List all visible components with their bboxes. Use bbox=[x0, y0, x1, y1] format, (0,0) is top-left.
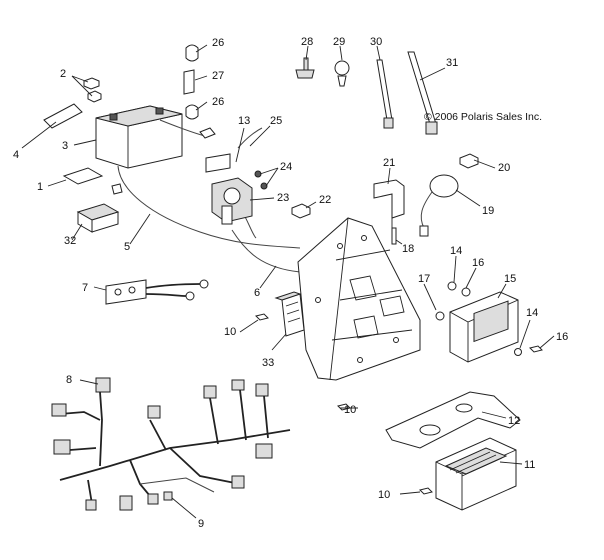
callout-10: 10 bbox=[224, 326, 236, 338]
callout-12: 12 bbox=[508, 415, 520, 427]
screw-10a bbox=[255, 313, 269, 321]
callout-9: 9 bbox=[198, 518, 204, 530]
callout-14: 14 bbox=[526, 307, 538, 319]
callout-32: 32 bbox=[64, 235, 76, 247]
battery bbox=[95, 105, 183, 169]
callout-25: 25 bbox=[270, 115, 282, 127]
callout-4: 4 bbox=[13, 149, 19, 161]
callout-24: 24 bbox=[280, 161, 292, 173]
callout-10: 10 bbox=[378, 489, 390, 501]
starter-solenoid bbox=[205, 153, 268, 225]
callout-7: 7 bbox=[82, 282, 88, 294]
callout-16: 16 bbox=[556, 331, 568, 343]
callout-14: 14 bbox=[450, 245, 462, 257]
cable-ties bbox=[376, 51, 438, 135]
callout-15: 15 bbox=[504, 273, 516, 285]
callout-1: 1 bbox=[37, 181, 43, 193]
mounting-plate bbox=[385, 391, 521, 449]
copyright-notice: © 2006 Polaris Sales Inc. bbox=[424, 111, 542, 123]
callout-16: 16 bbox=[472, 257, 484, 269]
callout-26: 26 bbox=[212, 37, 224, 49]
callout-20: 20 bbox=[498, 162, 510, 174]
callout-33: 33 bbox=[262, 357, 274, 369]
callout-21: 21 bbox=[383, 157, 395, 169]
callout-17: 17 bbox=[418, 273, 430, 285]
callout-19: 19 bbox=[482, 205, 494, 217]
frame-panel bbox=[297, 217, 421, 381]
callout-26: 26 bbox=[212, 96, 224, 108]
callout-18: 18 bbox=[402, 243, 414, 255]
sensor-bracket bbox=[373, 179, 405, 245]
battery-label-pad bbox=[43, 103, 83, 129]
callout-22: 22 bbox=[319, 194, 331, 206]
connector-20 bbox=[459, 153, 479, 169]
callout-10: 10 bbox=[344, 404, 356, 416]
battery-pad bbox=[62, 167, 104, 185]
fuse-box bbox=[435, 437, 517, 511]
callout-28: 28 bbox=[301, 36, 313, 48]
callout-8: 8 bbox=[66, 374, 72, 386]
callout-23: 23 bbox=[277, 192, 289, 204]
ground-cable bbox=[105, 279, 209, 305]
callout-5: 5 bbox=[124, 241, 130, 253]
callout-27: 27 bbox=[212, 70, 224, 82]
callout-11: 11 bbox=[524, 459, 535, 471]
callout-2: 2 bbox=[60, 68, 66, 80]
callout-31: 31 bbox=[446, 57, 458, 69]
control-module bbox=[435, 281, 543, 363]
wiring-harness bbox=[51, 377, 291, 511]
horn bbox=[419, 174, 459, 237]
fuse-block bbox=[274, 291, 305, 337]
callouts: 26 27 26 2 4 3 1 32 5 13 25 24 23 22 6 7… bbox=[13, 36, 568, 530]
battery-block bbox=[76, 203, 120, 233]
callout-6: 6 bbox=[254, 287, 260, 299]
screw-10c bbox=[419, 487, 433, 495]
callout-3: 3 bbox=[62, 140, 68, 152]
callout-30: 30 bbox=[370, 36, 382, 48]
cable-clamps bbox=[183, 44, 350, 120]
battery-bolts bbox=[83, 77, 102, 103]
leader-lines bbox=[21, 44, 555, 519]
callout-29: 29 bbox=[333, 36, 345, 48]
callout-13: 13 bbox=[238, 115, 250, 127]
fitting-22 bbox=[291, 203, 311, 219]
